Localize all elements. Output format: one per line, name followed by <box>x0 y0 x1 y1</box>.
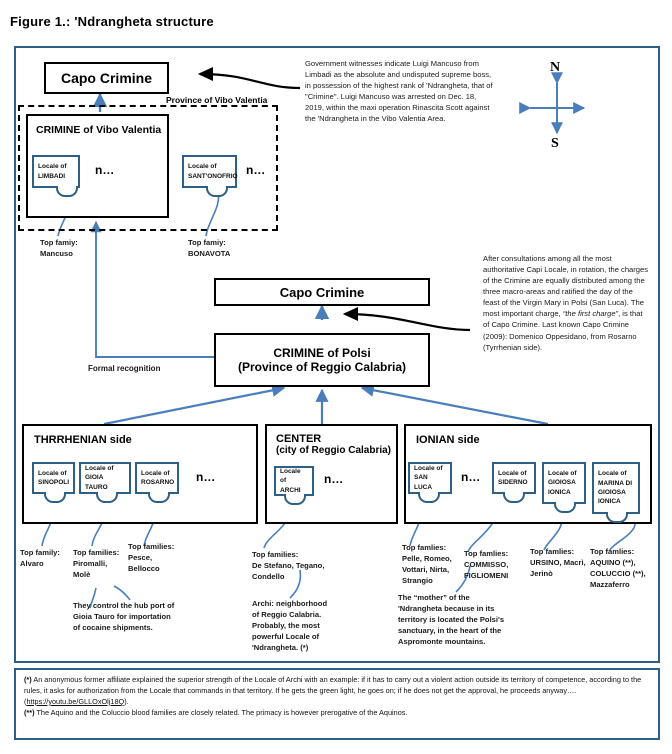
family-label-alvaro: Top family: Alvaro <box>20 548 60 569</box>
page-title: Figure 1.: 'Ndrangheta structure <box>10 14 214 29</box>
locale-tail-archi <box>284 494 306 505</box>
family-label-destefano: Top families: De Stefano, Tegano, Condel… <box>252 550 325 582</box>
locale-tail-sinopoli <box>44 492 66 503</box>
formal-recognition-label: Formal recognition <box>88 364 161 373</box>
locale-tail-rosarno <box>148 492 170 503</box>
note-gioia-tauro-port: They control the hub port of Gioia Tauro… <box>73 601 175 633</box>
province-vibo-valentia-label: Province of Vibo Valentia <box>166 95 268 105</box>
locale-tail-siderno <box>503 492 525 503</box>
note-san-luca-mother: The “mother” of the 'Ndrangheta because … <box>398 593 505 647</box>
locale-card-siderno[interactable]: Locale of SIDERNO <box>492 462 536 494</box>
compass-north-label: N <box>550 60 561 75</box>
locale-card-gioia-tauro[interactable]: Locale of GIOIA TAURO <box>79 462 131 494</box>
locale-card-santonofrio[interactable]: Locale of SANT'ONOFRIO <box>182 155 238 188</box>
footnotes-frame: (*) An anonymous former affiliate explai… <box>14 668 660 740</box>
n-marker-vibo-right: n… <box>246 163 266 177</box>
locale-tail-limbadi <box>56 186 78 197</box>
footnote-double-star: (**) The Aquino and the Coluccio blood f… <box>24 707 408 717</box>
n-marker-tyrrhenian: n… <box>196 470 216 484</box>
note-capo-crimine-rotation: After consultations among all the most a… <box>483 254 649 352</box>
capo-crimine-box-middle[interactable]: Capo Crimine <box>214 278 430 306</box>
locale-card-rosarno[interactable]: Locale of ROSARNO <box>135 462 179 494</box>
province-vibo-valentia-dashed-box <box>18 105 278 231</box>
footnotes-text: (*) An anonymous former affiliate explai… <box>24 675 652 719</box>
top-family-mancuso: Top famiy: Mancuso <box>40 238 78 259</box>
compass-south-label: S <box>551 136 559 151</box>
locale-tail-santonofrio <box>206 186 228 197</box>
note-archi: Archi: neighborhood of Reggio Calabria. … <box>252 599 328 653</box>
family-label-pelle-romeo: Top famlies: Pelle, Romeo, Vottari, Nirt… <box>402 543 452 586</box>
family-label-pesce-bellocco: Top families: Pesce, Bellocco <box>128 542 175 574</box>
family-label-ursino: Top famlies: URSINO, Macrì, Jerinò <box>530 547 586 579</box>
locale-card-archi[interactable]: Locale of ARCHI <box>274 466 314 496</box>
locale-tail-gioiosa-ionica <box>554 502 576 513</box>
n-marker-ionian: n… <box>461 470 481 484</box>
n-marker-center: n… <box>324 472 344 486</box>
locale-card-san-luca[interactable]: Locale of SAN LUCA <box>408 462 452 494</box>
capo-crimine-box-top[interactable]: Capo Crimine <box>44 62 169 94</box>
family-label-piromalli-mole: Top families: Piromalli, Molè <box>73 548 120 580</box>
crimine-polsi-box[interactable]: CRIMINE of Polsi (Province of Reggio Cal… <box>214 333 430 387</box>
footnote-single-star: (*) An anonymous former affiliate explai… <box>24 675 642 706</box>
locale-tail-gioia-tauro <box>96 492 118 503</box>
family-label-aquino-coluccio: Top famlies: AQUINO (**), COLUCCIO (**),… <box>590 547 646 590</box>
locale-card-sinopoli[interactable]: Locale of SINOPOLI <box>32 462 75 494</box>
top-family-bonavota: Top famiy: BONAVOTA <box>188 238 231 259</box>
locale-tail-san-luca <box>418 492 440 503</box>
footnote-link[interactable]: https://youtu.be/GLLOxOlj18Q <box>26 696 125 706</box>
locale-card-limbadi[interactable]: Locale of LIMBADI <box>32 155 80 188</box>
n-marker-vibo-left: n… <box>95 163 115 177</box>
locale-tail-marina-di-gioiosa-ionica <box>606 512 628 523</box>
locale-card-marina-di-gioiosa-ionica[interactable]: Locale of MARINA DI GIOIOSA IONICA <box>592 462 640 514</box>
note-luigi-mancuso: Government witnesses indicate Luigi Manc… <box>305 59 493 124</box>
diagram-outer-frame <box>14 46 660 663</box>
family-label-commisso: Top famlies: COMMISSO, FIGLIOMENI <box>464 549 509 581</box>
locale-card-gioiosa-ionica[interactable]: Locale of GIOIOSA IONICA <box>542 462 586 504</box>
